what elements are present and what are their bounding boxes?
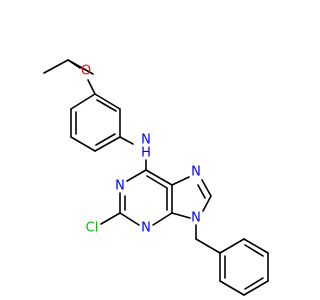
n1-atom: N — [115, 179, 125, 194]
bond-n7-c8 — [201, 179, 212, 197]
bond-c6-c5 — [145, 169, 173, 186]
bond-c2-cl — [100, 212, 121, 225]
molecule-structure: O N H N N N N Cl — [43, 59, 269, 296]
amine-h-label: H — [141, 146, 151, 161]
n1-label: N — [115, 179, 125, 194]
bond-ring2-e-inner — [244, 244, 264, 257]
bond-layer — [43, 59, 269, 296]
n9-atom: N — [191, 211, 201, 226]
oxygen-atom: O — [81, 64, 91, 79]
bond-oxygen-ring — [87, 79, 96, 95]
bond-ring1-c-inner — [95, 133, 116, 146]
bond-ring2-f — [219, 238, 245, 254]
bond-ring2-c-inner — [244, 277, 264, 290]
n7-atom: N — [191, 165, 201, 180]
n9-label: N — [191, 211, 201, 226]
bond-ch2-ring — [195, 238, 221, 254]
bond-ring2-c — [243, 280, 269, 296]
bond-c6-n1 — [126, 169, 147, 182]
oxygen-label: O — [81, 64, 91, 79]
bond-ch-oxygen — [67, 59, 81, 69]
bond-ring1-c — [94, 136, 121, 152]
atom-label-layer: O N H N N N N Cl — [81, 64, 201, 236]
bond-n9-c4 — [171, 212, 191, 219]
chlorine-atom: Cl — [86, 221, 99, 236]
bond-c6-c5-inner — [146, 175, 168, 189]
amine-n-label: N — [141, 133, 151, 148]
bond-ring1-f — [70, 93, 96, 110]
bond-ring1-a-inner — [96, 99, 117, 112]
bond-ring1-a — [94, 93, 121, 110]
bond-c8-n9 — [202, 195, 212, 212]
amine-nitrogen-atom: N H — [141, 133, 151, 161]
bond-c5-n7 — [171, 176, 190, 186]
bond-ring2-b — [219, 280, 245, 296]
chlorine-label: Cl — [86, 221, 99, 236]
bond-n3-c4 — [152, 212, 173, 226]
bond-c2-n3 — [119, 212, 140, 226]
bond-ring1-d — [70, 136, 96, 152]
bond-ring-nh — [119, 136, 134, 145]
bond-n7-c8-inner — [197, 184, 206, 199]
n7-label: N — [191, 165, 201, 180]
n3-atom: N — [141, 221, 151, 236]
bond-methyl-left — [43, 59, 69, 74]
bond-ring2-e — [243, 238, 269, 254]
n3-label: N — [141, 221, 151, 236]
